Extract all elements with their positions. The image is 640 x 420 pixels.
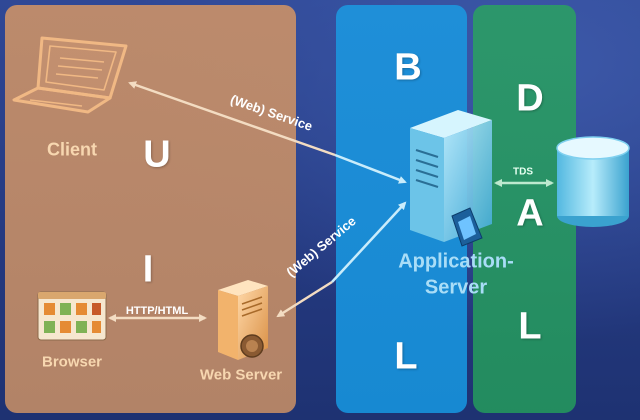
layer-letter-i: I bbox=[142, 248, 154, 291]
web-server-label: Web Server bbox=[199, 366, 283, 384]
database-icon bbox=[556, 136, 630, 227]
browser-label: Browser bbox=[41, 353, 103, 371]
laptop-icon bbox=[12, 36, 128, 114]
browser-window-icon bbox=[37, 291, 107, 341]
layer-letter-b: B bbox=[394, 46, 422, 89]
webserver-service-label: (Web) Service bbox=[283, 213, 358, 280]
web-server-icon bbox=[218, 280, 268, 360]
client-service-label: (Web) Service bbox=[228, 92, 314, 134]
layer-letter-l-data: L bbox=[518, 305, 542, 348]
client-label: Client bbox=[46, 139, 98, 160]
layer-letter-l-business: L bbox=[394, 335, 418, 378]
tds-label: TDS bbox=[513, 166, 533, 178]
webserver-service-connector bbox=[276, 201, 407, 318]
application-server-label-line1: Application- bbox=[398, 250, 514, 273]
layer-letter-u: U bbox=[143, 133, 171, 176]
http-label: HTTP/HTML bbox=[125, 305, 189, 317]
application-server-label-line2: Server bbox=[424, 276, 488, 299]
application-server-icon bbox=[410, 110, 492, 247]
layer-letter-a: A bbox=[516, 192, 544, 235]
client-service-connector bbox=[128, 81, 407, 184]
layer-letter-d: D bbox=[516, 77, 544, 120]
